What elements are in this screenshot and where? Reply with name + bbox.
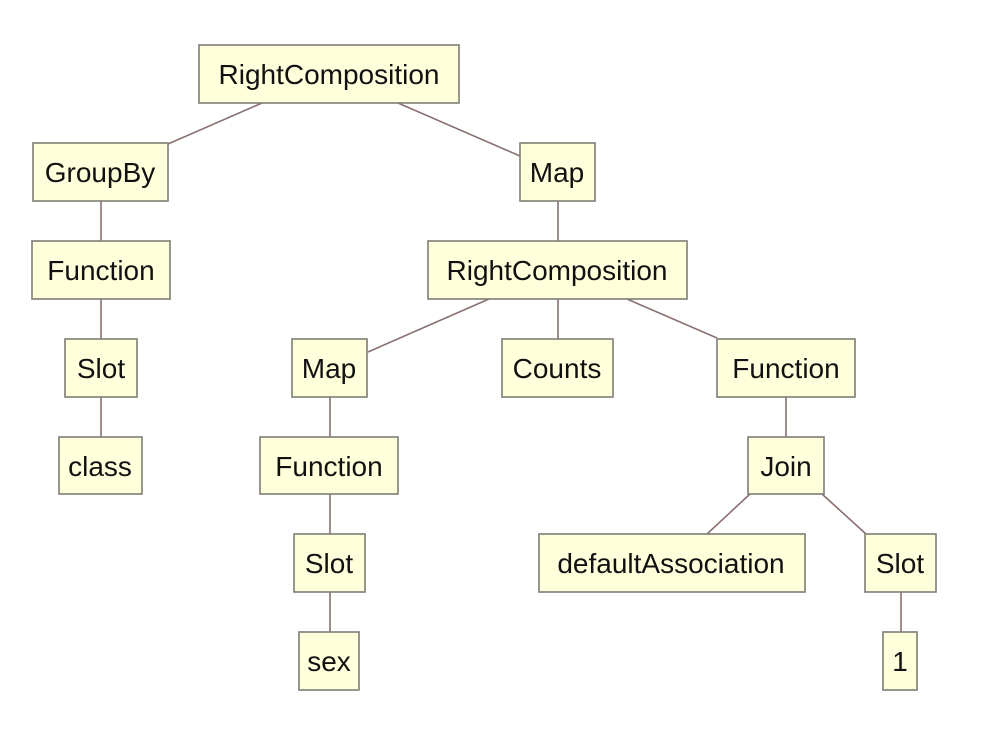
node-label: 1 <box>892 646 908 677</box>
node-default-association: defaultAssociation <box>538 533 806 593</box>
node-one: 1 <box>882 631 918 691</box>
edge-n14-n15 <box>706 493 751 535</box>
node-map-top: Map <box>519 142 596 202</box>
edge-n1-n3 <box>397 102 521 157</box>
node-label: Slot <box>876 548 924 579</box>
node-label: RightComposition <box>219 59 440 90</box>
edge-n7-n10 <box>626 298 718 339</box>
edges <box>100 102 902 632</box>
node-right-composition-inner: RightComposition <box>427 240 688 300</box>
node-join: Join <box>747 436 825 495</box>
node-slot-right: Slot <box>864 533 937 593</box>
edge-n14-n16 <box>821 493 867 535</box>
node-map-inner: Map <box>291 338 368 398</box>
node-right-composition-root: RightComposition <box>198 44 460 104</box>
node-label: Map <box>530 157 584 188</box>
node-slot-left: Slot <box>64 338 138 398</box>
node-group-by: GroupBy <box>32 142 169 202</box>
node-label: Counts <box>513 353 602 384</box>
node-sex: sex <box>298 631 360 691</box>
nodes: RightComposition GroupBy Map Function Sl… <box>31 44 937 691</box>
node-label: Slot <box>305 548 353 579</box>
node-label: RightComposition <box>447 255 668 286</box>
node-function-left: Function <box>31 240 171 300</box>
node-label: Function <box>47 255 154 286</box>
edge-n1-n2 <box>167 102 263 145</box>
node-class: class <box>58 436 143 495</box>
node-function-middle: Function <box>259 436 399 495</box>
node-label: defaultAssociation <box>557 548 784 579</box>
node-slot-middle: Slot <box>293 533 366 593</box>
node-label: Map <box>302 353 356 384</box>
node-counts: Counts <box>501 338 614 398</box>
node-function-right: Function <box>716 338 856 398</box>
node-label: Function <box>275 451 382 482</box>
node-label: Slot <box>77 353 125 384</box>
edge-n7-n8 <box>367 298 490 353</box>
node-label: sex <box>307 646 351 677</box>
node-label: GroupBy <box>45 157 156 188</box>
node-label: Function <box>732 353 839 384</box>
node-label: Join <box>760 451 811 482</box>
node-label: class <box>68 451 132 482</box>
